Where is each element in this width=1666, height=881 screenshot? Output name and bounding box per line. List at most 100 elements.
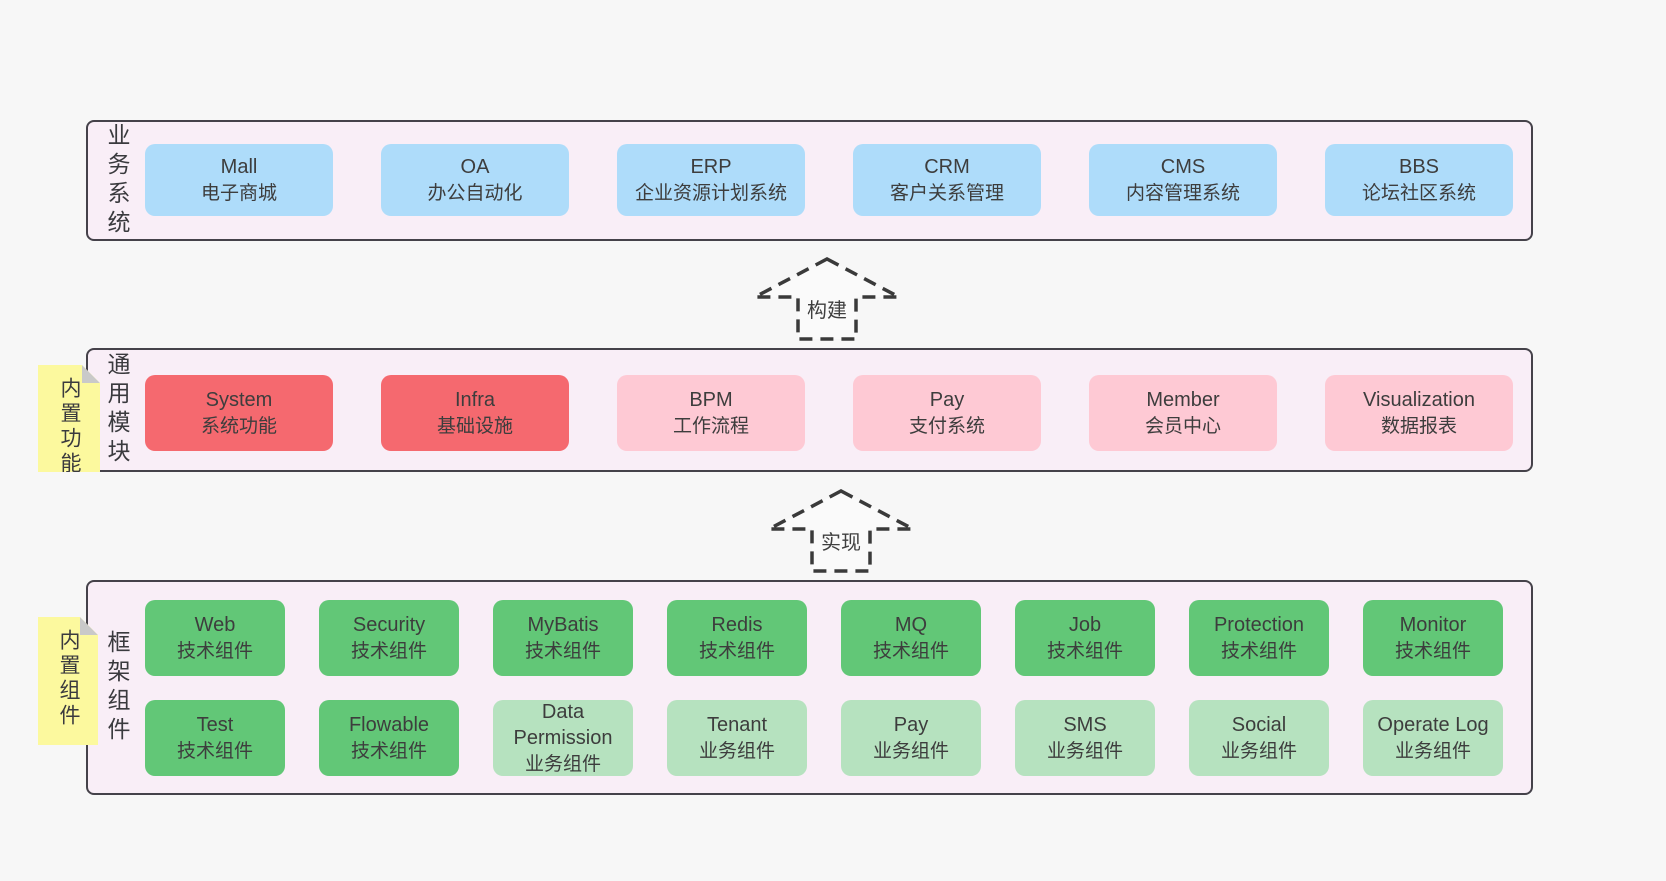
component-box-job: Job 技术组件 (1015, 600, 1155, 676)
section-business-systems: 业务系统 Mall 电子商城 OA 办公自动化 ERP 企业资源计划系统 CRM… (86, 120, 1533, 241)
component-box-monitor: Monitor 技术组件 (1363, 600, 1503, 676)
box-name: MyBatis (527, 614, 599, 637)
sticky-note-label: 内置组件 (57, 629, 80, 729)
box-subtitle: 技术组件 (872, 640, 949, 662)
box-subtitle: 支付系统 (908, 415, 985, 437)
box-name: Job (1068, 614, 1102, 637)
box-name: Pay (893, 714, 929, 737)
component-box-redis: Redis 技术组件 (667, 600, 807, 676)
box-name: BBS (1398, 156, 1440, 179)
box-name: Mall (220, 156, 258, 179)
system-box-cms: CMS 内容管理系统 (1089, 144, 1277, 216)
build-arrow: 构建 (752, 256, 902, 342)
system-box-bbs: BBS 论坛社区系统 (1325, 144, 1513, 216)
system-box-oa: OA 办公自动化 (381, 144, 569, 216)
box-subtitle: 业务组件 (1220, 740, 1297, 762)
box-name: MQ (894, 614, 928, 637)
sticky-note-builtin-components: 内置组件 (38, 617, 98, 745)
box-subtitle: 内容管理系统 (1125, 182, 1240, 204)
box-subtitle: 技术组件 (1394, 640, 1471, 662)
business-systems-row: Mall 电子商城 OA 办公自动化 ERP 企业资源计划系统 CRM 客户关系… (145, 144, 1513, 216)
box-name: SMS (1063, 714, 1107, 737)
box-subtitle: 技术组件 (176, 640, 253, 662)
box-name: Protection (1213, 614, 1305, 637)
system-box-mall: Mall 电子商城 (145, 144, 333, 216)
box-subtitle: 技术组件 (1046, 640, 1123, 662)
component-box-data-permission: Data Permission 业务组件 (493, 700, 633, 776)
box-name: Infra (454, 389, 496, 412)
section-label-business-systems: 业务系统 (104, 122, 130, 239)
box-subtitle: 业务组件 (1394, 740, 1471, 762)
box-name: Visualization (1363, 389, 1475, 412)
component-box-flowable: Flowable 技术组件 (319, 700, 459, 776)
box-subtitle: 业务组件 (524, 753, 601, 775)
box-name: Pay (929, 389, 965, 412)
box-name: Tenant (706, 714, 768, 737)
component-box-pay: Pay 业务组件 (841, 700, 981, 776)
box-subtitle: 技术组件 (350, 640, 427, 662)
module-box-visualization: Visualization 数据报表 (1325, 375, 1513, 451)
box-name: Test (196, 714, 234, 737)
box-subtitle: 工作流程 (672, 415, 749, 437)
box-name: Redis (711, 614, 763, 637)
box-subtitle: 电子商城 (200, 182, 277, 204)
box-subtitle: 企业资源计划系统 (634, 182, 787, 204)
box-name: Web (194, 614, 236, 637)
sticky-note-label: 内置功能 (58, 377, 81, 477)
box-name: System (205, 389, 273, 412)
box-subtitle: 会员中心 (1144, 415, 1221, 437)
component-box-sms: SMS 业务组件 (1015, 700, 1155, 776)
implement-arrow-label: 实现 (818, 526, 864, 555)
box-name: CMS (1160, 156, 1206, 179)
box-subtitle: 技术组件 (698, 640, 775, 662)
box-subtitle: 技术组件 (524, 640, 601, 662)
module-box-pay: Pay 支付系统 (853, 375, 1041, 451)
box-subtitle: 技术组件 (176, 740, 253, 762)
section-label-framework-components: 框架组件 (104, 629, 130, 746)
box-name: Security (352, 614, 426, 637)
box-subtitle: 基础设施 (436, 415, 513, 437)
system-box-crm: CRM 客户关系管理 (853, 144, 1041, 216)
section-common-modules: 通用模块 System 系统功能 Infra 基础设施 BPM 工作流程 Pay… (86, 348, 1533, 472)
box-name: OA (460, 156, 490, 179)
module-box-infra: Infra 基础设施 (381, 375, 569, 451)
implement-arrow: 实现 (766, 488, 916, 574)
box-subtitle: 系统功能 (200, 415, 277, 437)
box-subtitle: 数据报表 (1380, 415, 1457, 437)
box-name: Data Permission (513, 701, 613, 750)
box-name: Member (1146, 389, 1220, 412)
box-subtitle: 论坛社区系统 (1361, 182, 1476, 204)
module-box-bpm: BPM 工作流程 (617, 375, 805, 451)
component-box-web: Web 技术组件 (145, 600, 285, 676)
box-subtitle: 业务组件 (872, 740, 949, 762)
box-name: BPM (689, 389, 733, 412)
box-name: Flowable (348, 714, 430, 737)
box-name: Social (1231, 714, 1287, 737)
system-box-erp: ERP 企业资源计划系统 (617, 144, 805, 216)
common-modules-row: System 系统功能 Infra 基础设施 BPM 工作流程 Pay 支付系统… (145, 375, 1513, 451)
section-framework-components: 框架组件 Web 技术组件 Security 技术组件 MyBatis 技术组件… (86, 580, 1533, 795)
component-box-operate-log: Operate Log 业务组件 (1363, 700, 1503, 776)
box-subtitle: 技术组件 (350, 740, 427, 762)
box-subtitle: 业务组件 (1046, 740, 1123, 762)
sticky-note-builtin-features: 内置功能 (38, 365, 100, 472)
module-box-member: Member 会员中心 (1089, 375, 1277, 451)
section-label-common-modules: 通用模块 (104, 352, 130, 468)
box-subtitle: 业务组件 (698, 740, 775, 762)
box-name: ERP (690, 156, 732, 179)
framework-components-row-1: Web 技术组件 Security 技术组件 MyBatis 技术组件 Redi… (145, 600, 1503, 676)
box-name: CRM (924, 156, 970, 179)
box-subtitle: 客户关系管理 (889, 182, 1004, 204)
framework-components-row-2: Test 技术组件 Flowable 技术组件 Data Permission … (145, 700, 1503, 776)
component-box-mq: MQ 技术组件 (841, 600, 981, 676)
box-subtitle: 办公自动化 (427, 182, 523, 204)
component-box-test: Test 技术组件 (145, 700, 285, 776)
module-box-system: System 系统功能 (145, 375, 333, 451)
box-subtitle: 技术组件 (1220, 640, 1297, 662)
box-name: Monitor (1399, 614, 1467, 637)
component-box-social: Social 业务组件 (1189, 700, 1329, 776)
box-name: Operate Log (1377, 714, 1489, 737)
component-box-security: Security 技术组件 (319, 600, 459, 676)
component-box-tenant: Tenant 业务组件 (667, 700, 807, 776)
